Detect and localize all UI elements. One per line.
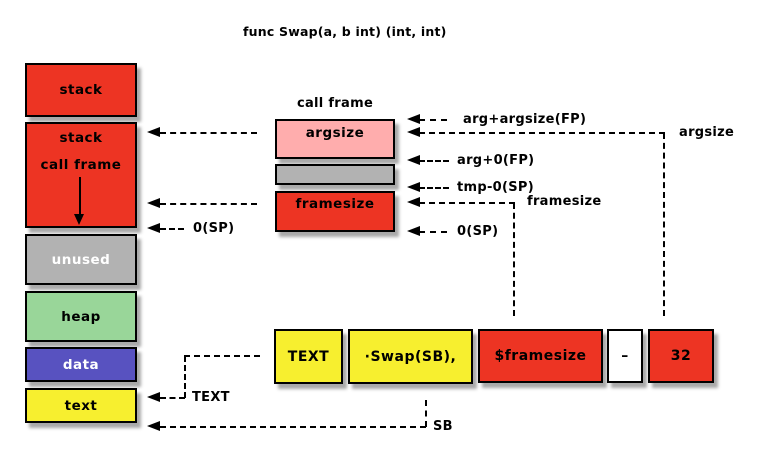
- stack-growth-arrow-line: [79, 177, 81, 215]
- arrow-left-icon: [147, 223, 160, 233]
- memory-block-stack-call-frame: stack call frame: [25, 122, 137, 228]
- memory-block-unused: unused: [25, 234, 137, 285]
- directive-token-text: TEXT: [274, 329, 343, 384]
- pointer-label-arg-argsize-fp: arg+argsize(FP): [463, 112, 587, 127]
- arrow-left-icon: [147, 392, 160, 402]
- dashed-line: [160, 228, 184, 230]
- pointer-label-tmp-0-sp: tmp-0(SP): [457, 180, 534, 195]
- arrow-left-icon: [407, 155, 420, 165]
- call-frame-spacer-box: [275, 164, 395, 185]
- directive-token-framesize: $framesize: [478, 329, 603, 383]
- call-frame-framesize-label: framesize: [295, 196, 375, 212]
- memory-block-data: data: [25, 347, 137, 382]
- directive-token-text-label: TEXT: [287, 348, 330, 365]
- dashed-line: [160, 397, 185, 399]
- dashed-line: [419, 187, 449, 189]
- arrow-left-icon: [407, 197, 420, 207]
- dashed-line: [160, 132, 257, 134]
- dashed-line: [513, 203, 515, 316]
- dashed-line: [419, 132, 665, 134]
- directive-token-argsize-value-label: 32: [670, 348, 692, 364]
- diagram-title: func Swap(a, b int) (int, int): [243, 24, 447, 39]
- memory-block-stack-top-label: stack: [59, 82, 103, 98]
- call-frame-framesize-box: framesize: [275, 191, 395, 232]
- memory-block-data-label: data: [62, 356, 100, 373]
- pointer-label-arg-0-fp: arg+0(FP): [457, 153, 535, 168]
- arrow-left-icon: [147, 198, 160, 208]
- memory-block-stack-top: stack: [25, 63, 137, 117]
- call-frame-argsize-box: argsize: [275, 119, 395, 159]
- arrow-left-icon: [407, 226, 420, 236]
- pointer-label-0sp-right: 0(SP): [457, 224, 499, 239]
- dashed-line: [419, 202, 515, 204]
- arrow-down-icon: [74, 214, 84, 225]
- dashed-line: [184, 356, 186, 398]
- call-frame-title: call frame: [296, 96, 374, 111]
- arrow-left-icon: [407, 127, 420, 137]
- dashed-line: [419, 231, 447, 233]
- dashed-line: [184, 355, 260, 357]
- memory-block-unused-label: unused: [51, 251, 111, 268]
- directive-token-swap-label: ·Swap(SB),: [364, 348, 457, 365]
- dashed-line: [425, 400, 427, 427]
- directive-token-minus-label: –: [621, 348, 629, 364]
- directive-token-framesize-label: $framesize: [494, 348, 587, 364]
- directive-token-swap: ·Swap(SB),: [348, 329, 473, 384]
- dashed-line: [663, 133, 665, 316]
- memory-block-heap: heap: [25, 291, 137, 342]
- pointer-label-0sp-left: 0(SP): [193, 221, 235, 236]
- arrow-left-icon: [407, 182, 420, 192]
- pointer-label-argsize: argsize: [679, 125, 735, 140]
- dashed-line: [160, 203, 257, 205]
- call-frame-argsize-label: argsize: [305, 125, 365, 141]
- memory-block-text: text: [25, 388, 137, 423]
- pointer-label-framesize: framesize: [527, 194, 602, 209]
- arrow-left-icon: [147, 127, 160, 137]
- directive-token-argsize-value: 32: [648, 329, 714, 383]
- directive-token-minus: –: [607, 329, 643, 383]
- pointer-label-sb: SB: [433, 419, 453, 434]
- memory-block-text-label: text: [64, 397, 98, 414]
- arrow-left-icon: [407, 114, 420, 124]
- dashed-line: [419, 119, 447, 121]
- arrow-left-icon: [147, 421, 160, 431]
- stack-call-frame-label-stack: stack: [59, 130, 103, 146]
- dashed-line: [419, 160, 449, 162]
- pointer-label-text: TEXT: [192, 390, 230, 405]
- memory-block-heap-label: heap: [61, 308, 101, 325]
- stack-call-frame-label-call-frame: call frame: [40, 157, 122, 173]
- dashed-line: [160, 426, 426, 428]
